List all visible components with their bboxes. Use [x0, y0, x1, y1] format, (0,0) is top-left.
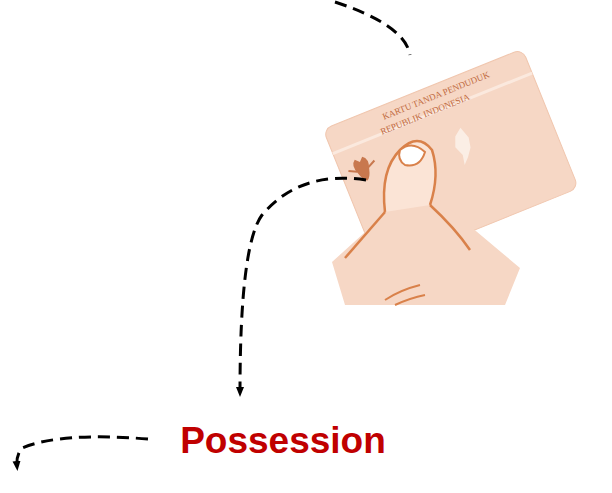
dashed-arrow: [17, 437, 148, 466]
hand: [332, 141, 520, 305]
caption-label: Possession: [180, 422, 386, 459]
dashed-curve: [335, 2, 410, 55]
dashed-arrow: [240, 178, 366, 392]
